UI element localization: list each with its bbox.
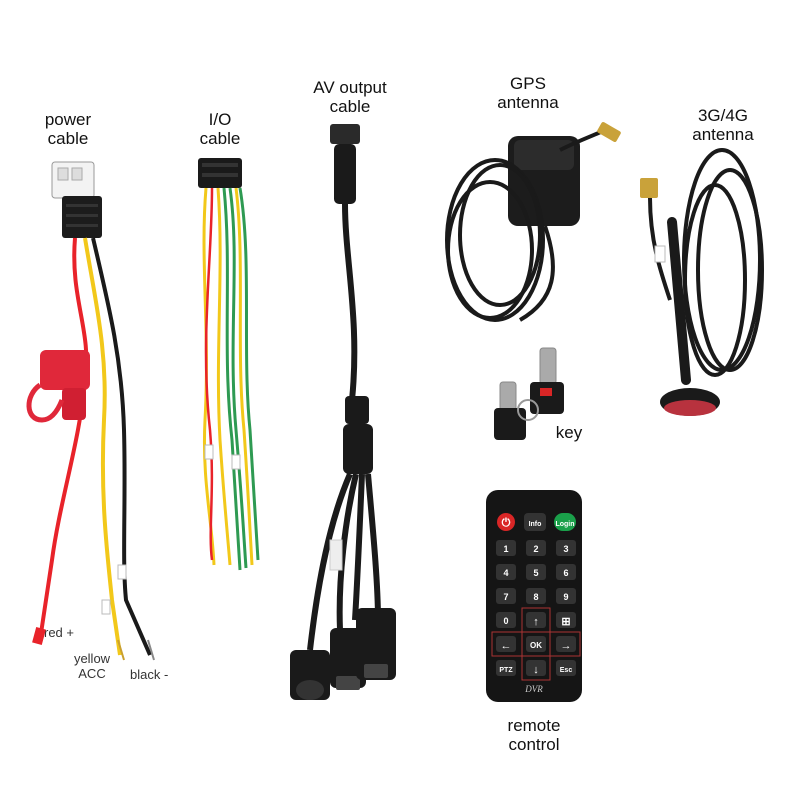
gps-antenna <box>445 122 621 322</box>
remote-digit-0[interactable]: 0 <box>503 616 508 626</box>
svg-text:⏻: ⏻ <box>502 516 511 529</box>
remote-ptz-button[interactable]: PTZ <box>499 667 513 674</box>
remote-ok-button[interactable]: OK <box>530 641 542 650</box>
power-cable <box>26 161 155 661</box>
svg-text:←: ← <box>501 640 512 652</box>
remote-esc-button[interactable]: Esc <box>560 667 573 674</box>
red-plus-label: red + <box>44 625 74 640</box>
g4-sma-connector <box>640 178 658 198</box>
svg-text:↓: ↓ <box>533 664 539 676</box>
remote-info-button[interactable]: Info <box>529 521 542 528</box>
av-output-cable <box>290 124 396 700</box>
remote-digit-4[interactable]: 4 <box>503 568 508 578</box>
yellow-wire <box>83 237 122 656</box>
gps-sma-connector <box>597 122 621 142</box>
svg-text:⊞: ⊞ <box>561 616 570 628</box>
power-cable-label: power cable <box>44 110 92 148</box>
yellow-acc-label: yellow ACC <box>73 651 111 681</box>
svg-text:↑: ↑ <box>533 616 539 628</box>
keys <box>494 347 564 440</box>
remote-brand-text: DVR <box>524 684 543 694</box>
key-label: key <box>555 423 583 442</box>
black-minus-label: black - <box>130 667 169 682</box>
av-top-connector <box>334 144 356 204</box>
av-cable-label: AV output cable <box>313 78 387 116</box>
remote-control-label: remote control <box>507 716 561 754</box>
remote-login-button[interactable]: Login <box>555 521 574 528</box>
fuse-holder <box>40 350 90 390</box>
remote-digit-8[interactable]: 8 <box>533 592 538 602</box>
remote-digit-5[interactable]: 5 <box>533 568 538 578</box>
remote-digit-3[interactable]: 3 <box>563 544 568 554</box>
remote-digit-7[interactable]: 7 <box>503 592 508 602</box>
remote-digit-2[interactable]: 2 <box>533 544 538 554</box>
red-wire <box>38 237 89 641</box>
gps-antenna-label: GPS antenna <box>497 74 559 112</box>
remote-digit-6[interactable]: 6 <box>563 568 568 578</box>
io-cable <box>198 158 260 571</box>
svg-text:→: → <box>561 640 572 652</box>
key-head-1 <box>530 382 564 414</box>
g4-antenna <box>640 148 764 416</box>
remote-control-device: ⏻ ↑ ⊞ ← → ↓ <box>486 490 582 702</box>
g4-antenna-label: 3G/4G antenna <box>692 106 754 144</box>
key-head-2 <box>494 408 526 440</box>
remote-power-button-shape <box>497 513 515 531</box>
remote-digit-9[interactable]: 9 <box>563 592 568 602</box>
g4-whip <box>667 217 691 385</box>
io-cable-label: I/O cable <box>199 110 241 148</box>
remote-digit-1[interactable]: 1 <box>503 544 508 554</box>
av-splitter-body <box>343 424 373 474</box>
